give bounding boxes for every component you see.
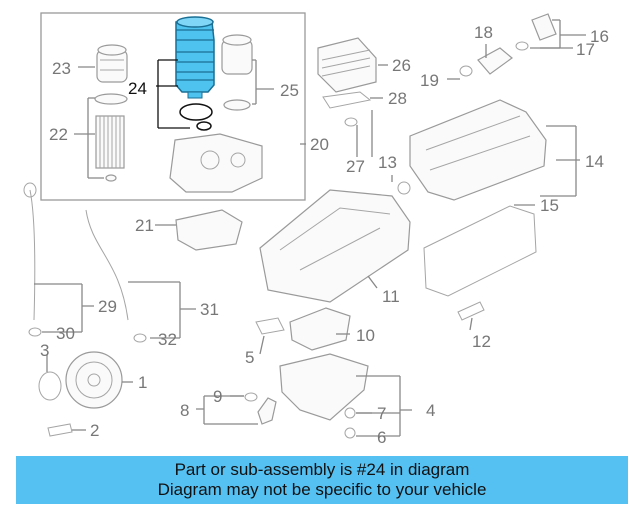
- callout-32: 32: [158, 330, 177, 349]
- part-27-ring: [344, 117, 358, 127]
- part-13-sensor: [397, 181, 411, 195]
- callout-12: 12: [472, 332, 491, 351]
- part-14-valve-cover: [409, 99, 547, 201]
- callout-11: 11: [382, 287, 400, 306]
- part-12-gasket: [457, 301, 485, 321]
- part-10-pump: [289, 307, 351, 351]
- callout-9: 9: [213, 387, 222, 406]
- part-25-cap: [221, 34, 253, 111]
- callout-7: 7: [377, 404, 386, 423]
- callout-8: 8: [180, 401, 189, 420]
- part-3-ring: [38, 371, 62, 401]
- part-11-oil-pan-upper: [259, 189, 411, 303]
- part-23-cap: [96, 44, 128, 83]
- callout-15: 15: [540, 196, 559, 215]
- part-26-oil-cooler: [317, 37, 377, 93]
- part-6-washer: [344, 427, 356, 439]
- part-8-sensor: [257, 397, 277, 425]
- callout-17: 17: [576, 40, 595, 59]
- part-2-bolt: [47, 423, 73, 437]
- callout-30: 30: [56, 324, 75, 343]
- part-17-ring: [515, 41, 529, 51]
- inset-box: [40, 12, 306, 201]
- callout-25: 25: [280, 81, 299, 100]
- callout-29: 29: [98, 297, 117, 316]
- part-4-oil-pan-lower: [279, 353, 369, 421]
- part-28-gasket: [322, 91, 372, 109]
- part-18-fitting: [477, 47, 513, 75]
- callout-19: 19: [420, 71, 439, 90]
- info-banner: Part or sub-assembly is #24 in diagram D…: [16, 456, 628, 504]
- part-7-plug: [344, 407, 356, 419]
- part-29-dipstick: [29, 189, 36, 321]
- part-19-ring: [459, 65, 473, 77]
- callout-4: 4: [426, 401, 435, 420]
- callout-13: 13: [378, 153, 397, 172]
- part-30-ring: [28, 327, 42, 337]
- seal-ring-large: [179, 103, 213, 121]
- callout-14: 14: [585, 152, 604, 171]
- part-9-ring: [244, 392, 258, 402]
- banner-line-2: Diagram may not be specific to your vehi…: [157, 480, 487, 499]
- banner-line-1: Part or sub-assembly is #24 in diagram: [174, 460, 470, 479]
- part-15-gasket: [423, 205, 537, 297]
- callout-18: 18: [474, 23, 493, 42]
- part-32-ring: [133, 333, 147, 343]
- leader-lines: [34, 19, 586, 437]
- part-31-tube: [85, 209, 129, 321]
- part-24-filter-housing[interactable]: [175, 16, 215, 99]
- callout-21: 21: [135, 216, 154, 235]
- callout-20: 20: [310, 135, 329, 154]
- callout-23: 23: [52, 59, 71, 78]
- callout-28: 28: [388, 89, 407, 108]
- callout-26: 26: [392, 56, 411, 75]
- part-16-cap: [531, 13, 557, 41]
- callout-6: 6: [377, 428, 386, 447]
- callout-5: 5: [245, 348, 254, 367]
- callout-3: 3: [40, 341, 49, 360]
- callout-31: 31: [200, 300, 219, 319]
- part-22-filter-element: [94, 93, 128, 182]
- seal-ring-small: [196, 121, 212, 131]
- callout-22: 22: [49, 125, 68, 144]
- callout-10: 10: [356, 326, 375, 345]
- part-21-bracket: [175, 209, 243, 251]
- part-20-housing: [169, 133, 263, 193]
- callout-2: 2: [90, 421, 99, 440]
- dipstick-handle: [23, 182, 37, 198]
- callout-24[interactable]: 24: [128, 79, 147, 98]
- callout-27: 27: [346, 157, 365, 176]
- parts-diagram: 23 22 24 25 20 26 28 27 13 18 19 16 17 1…: [23, 12, 609, 447]
- callout-1: 1: [138, 373, 147, 392]
- part-5-pipe: [255, 317, 285, 335]
- part-1-pulley: [65, 351, 123, 409]
- callout-16: 16: [590, 27, 609, 46]
